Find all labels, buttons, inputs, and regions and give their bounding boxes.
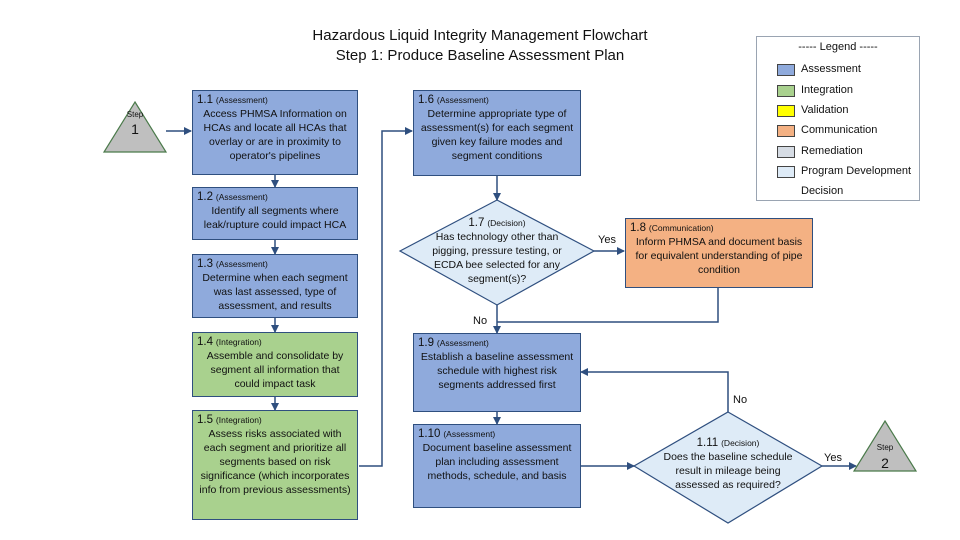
page-subtitle: Step 1: Produce Baseline Assessment Plan bbox=[335, 47, 625, 64]
decision-text: Does the baseline schedule result in mil… bbox=[663, 451, 793, 491]
box-number: 1.6 bbox=[418, 94, 434, 106]
box-category: (Assessment) bbox=[443, 429, 496, 439]
decision-category: (Decision) bbox=[721, 438, 760, 448]
legend-label: Validation bbox=[801, 104, 849, 116]
decision-text: Has technology other than pigging, press… bbox=[432, 231, 562, 285]
box-text: Determine when each segment was last ass… bbox=[202, 272, 348, 312]
step-1-triangle bbox=[102, 100, 168, 153]
legend-swatch bbox=[777, 85, 795, 97]
box-category: (Assessment) bbox=[215, 259, 268, 269]
box-1-6[interactable]: 1.6 (Assessment) Determine appropriate t… bbox=[413, 90, 581, 176]
legend-label: Decision bbox=[801, 185, 844, 197]
box-1-10[interactable]: 1.10 (Assessment) Document baseline asse… bbox=[413, 424, 581, 508]
step-1-number: 1 bbox=[131, 121, 139, 137]
legend-swatch bbox=[777, 125, 795, 137]
legend-title: ----- Legend ----- bbox=[798, 41, 878, 53]
box-number: 1.5 bbox=[197, 414, 213, 426]
box-1-9[interactable]: 1.9 (Assessment) Establish a baseline as… bbox=[413, 333, 581, 412]
label-yes-1-7: Yes bbox=[598, 234, 616, 246]
legend-label: Communication bbox=[801, 124, 878, 136]
step-2-number: 2 bbox=[881, 455, 889, 471]
box-category: (Assessment) bbox=[215, 95, 268, 105]
arrow-1-11-to-1-9 bbox=[580, 368, 729, 412]
arrow-1-8-to-1-9 bbox=[497, 288, 719, 323]
legend-swatch bbox=[777, 146, 795, 158]
box-category: (Assessment) bbox=[215, 192, 268, 202]
box-number: 1.10 bbox=[418, 428, 441, 440]
step-2-triangle bbox=[852, 419, 918, 472]
legend-label: Assessment bbox=[801, 63, 861, 75]
box-number: 1.8 bbox=[630, 222, 646, 234]
box-1-1[interactable]: 1.1 (Assessment) Access PHMSA Informatio… bbox=[192, 90, 358, 175]
box-text: Document baseline assessment plan includ… bbox=[422, 442, 572, 482]
legend-swatch bbox=[777, 166, 795, 178]
decision-1-7[interactable]: 1.7 (Decision) Has technology other than… bbox=[430, 216, 564, 286]
step-1-label: Step bbox=[126, 110, 144, 119]
box-1-3[interactable]: 1.3 (Assessment) Determine when each seg… bbox=[192, 254, 358, 318]
decision-1-11-shape bbox=[632, 411, 824, 524]
box-number: 1.2 bbox=[197, 191, 213, 203]
box-number: 1.3 bbox=[197, 258, 213, 270]
box-text: Access PHMSA Information on HCAs and loc… bbox=[203, 108, 347, 162]
box-category: (Assessment) bbox=[436, 95, 489, 105]
box-text: Assess risks associated with each segmen… bbox=[199, 428, 351, 496]
box-1-2[interactable]: 1.2 (Assessment) Identify all segments w… bbox=[192, 187, 358, 240]
page-title: Hazardous Liquid Integrity Management Fl… bbox=[312, 27, 648, 44]
box-text: Identify all segments where leak/rupture… bbox=[203, 205, 347, 231]
box-text: Assemble and consolidate by segment all … bbox=[206, 350, 344, 390]
decision-1-7-shape bbox=[398, 199, 596, 306]
box-1-8[interactable]: 1.8 (Communication) Inform PHMSA and doc… bbox=[625, 218, 813, 288]
box-1-4[interactable]: 1.4 (Integration) Assemble and consolida… bbox=[192, 332, 358, 397]
legend: ----- Legend ----- Assessment Integratio… bbox=[756, 36, 920, 201]
box-number: 1.4 bbox=[197, 336, 213, 348]
decision-1-11[interactable]: 1.11 (Decision) Does the baseline schedu… bbox=[660, 436, 796, 492]
label-no-1-11: No bbox=[733, 394, 748, 406]
box-number: 1.1 bbox=[197, 94, 213, 106]
label-no-1-7: No bbox=[473, 315, 488, 327]
step-2-label: Step bbox=[876, 443, 894, 452]
box-text: Inform PHMSA and document basis for equi… bbox=[635, 236, 803, 276]
legend-label: Remediation bbox=[801, 145, 863, 157]
legend-swatch bbox=[777, 64, 795, 76]
decision-number: 1.7 bbox=[468, 217, 485, 229]
decision-number: 1.11 bbox=[696, 437, 719, 449]
box-category: (Integration) bbox=[215, 337, 262, 347]
decision-category: (Decision) bbox=[487, 218, 526, 228]
legend-label: Integration bbox=[801, 84, 853, 96]
box-text: Determine appropriate type of assessment… bbox=[420, 108, 574, 162]
box-number: 1.9 bbox=[418, 337, 434, 349]
box-category: (Communication) bbox=[648, 223, 714, 233]
arrow-1-5-to-1-6 bbox=[359, 127, 413, 467]
box-category: (Integration) bbox=[215, 415, 262, 425]
legend-label: Program Development bbox=[801, 165, 912, 177]
box-text: Establish a baseline assessment schedule… bbox=[420, 351, 574, 391]
label-yes-1-11: Yes bbox=[824, 452, 842, 464]
box-1-5[interactable]: 1.5 (Integration) Assess risks associate… bbox=[192, 410, 358, 520]
box-category: (Assessment) bbox=[436, 338, 489, 348]
legend-swatch bbox=[777, 105, 795, 117]
